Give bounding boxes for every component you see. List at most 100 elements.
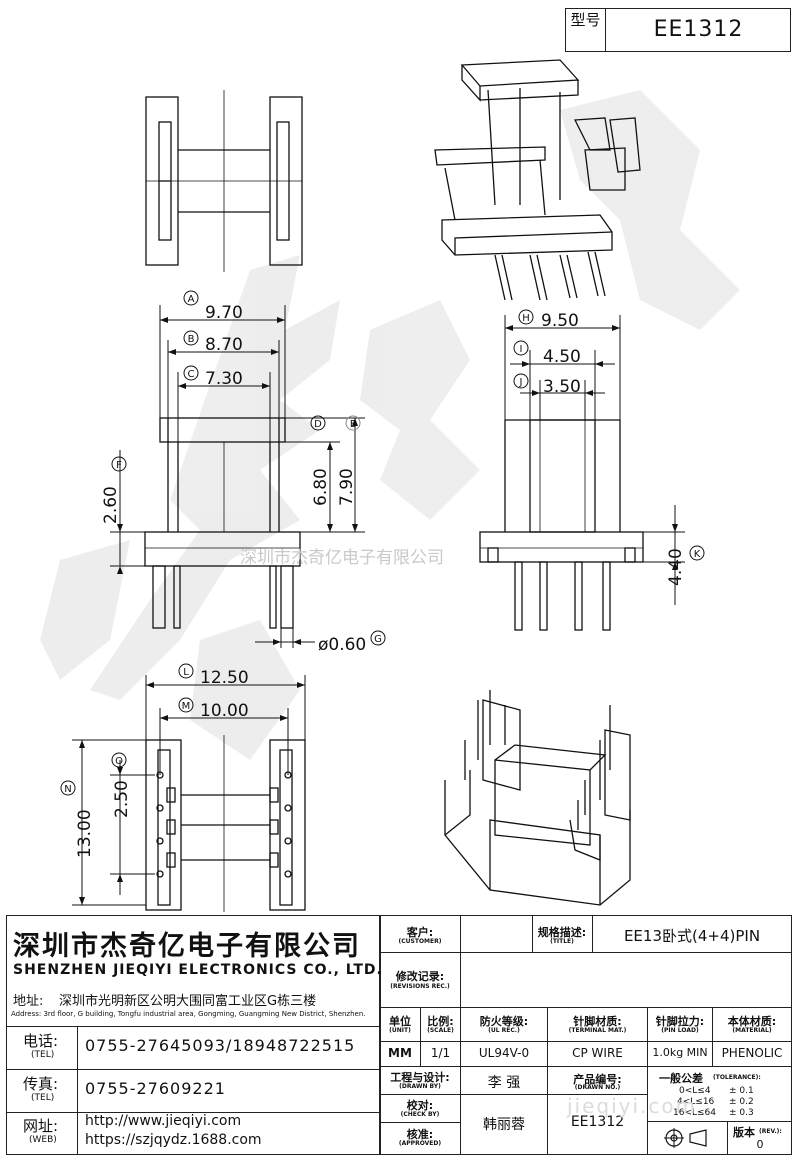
customer-label: 客户:	[406, 926, 434, 939]
web-sub: (WEB)	[29, 1135, 57, 1145]
dim-I: 4.50	[543, 347, 581, 367]
dim-J: 3.50	[543, 377, 581, 397]
technical-drawing: 9.70 8.70 7.30 6.80 7.90 2.60 ø0.60 9.50…	[40, 59, 740, 912]
tol-value-2: ± 0.2	[729, 1097, 754, 1107]
drawno-sub: (DRAWN NO.)	[574, 1084, 621, 1091]
marker-B: B	[188, 334, 195, 345]
approved-value: 韩丽蓉	[483, 1117, 525, 1133]
pinload-label: 针脚拉力:	[655, 1015, 705, 1028]
marker-A: A	[188, 294, 195, 305]
rev-label: 版本	[733, 1126, 755, 1139]
drawn-sub: (DRAWN BY)	[399, 1083, 441, 1090]
company-name-cn: 深圳市杰奇亿电子有限公司	[13, 931, 361, 962]
title-sub: (TITLE)	[550, 938, 574, 945]
dimension-markers	[60, 290, 705, 796]
marker-letters: A B C D E F G H I J K L M N O	[64, 294, 700, 795]
fax-value: 0755-27609221	[85, 1079, 226, 1098]
pinload-value: 1.0kg MIN	[652, 1046, 708, 1059]
marker-N: N	[64, 784, 71, 795]
scale-label: 比例:	[427, 1015, 454, 1028]
ul-value: UL94V-0	[478, 1046, 530, 1060]
material-value: PHENOLIC	[721, 1046, 783, 1060]
drawno-label: 产品编号:	[573, 1073, 622, 1086]
marker-K: K	[694, 549, 701, 560]
marker-F: F	[116, 460, 122, 471]
model-number: EE1312	[653, 17, 744, 42]
dim-A: 9.70	[205, 303, 243, 323]
ul-sub: (UL REC.)	[488, 1027, 520, 1034]
title-value: EE13卧式(4+4)PIN	[623, 927, 761, 945]
calligraphy-watermark	[40, 90, 740, 760]
marker-I: I	[520, 344, 523, 355]
tolerance-label: 一般公差	[659, 1072, 703, 1085]
rev-value: 0	[756, 1138, 764, 1151]
material-label: 本体材质:	[727, 1015, 777, 1028]
approved-sub: (APPROVED)	[398, 1140, 442, 1147]
drawn-label: 工程与设计:	[390, 1071, 450, 1084]
company-watermark: 深圳市杰奇亿电子有限公司	[240, 548, 444, 568]
dim-D: 6.80	[311, 468, 331, 506]
tol-range-2: 4<L≤16	[677, 1097, 715, 1107]
fax-label: 传真:	[23, 1075, 59, 1093]
address-en: Address: 3rd floor, G building, Tongfu i…	[11, 1010, 366, 1018]
tol-range-1: 0<L≤4	[679, 1086, 711, 1096]
marker-E: E	[350, 419, 356, 430]
side-view	[479, 419, 644, 631]
model-box: 型号 EE1312	[565, 8, 791, 52]
marker-L: L	[183, 667, 189, 678]
address-label: 地址:	[13, 994, 44, 1009]
marker-G: G	[374, 634, 382, 645]
unit-label: 单位	[389, 1015, 411, 1028]
marker-C: C	[188, 369, 195, 380]
top-view	[145, 90, 303, 272]
dimension-arrows	[79, 317, 678, 905]
material-sub: (MATERIAL)	[732, 1027, 772, 1034]
front-view	[144, 417, 301, 629]
web-label: 网址:	[23, 1117, 59, 1135]
dim-B: 8.70	[205, 335, 243, 355]
title-block: 深圳市杰奇亿电子有限公司 SHENZHEN JIEQIYI ELECTRONIC…	[6, 915, 792, 1155]
check-sub: (CHECK BY)	[400, 1111, 440, 1118]
ul-label: 防火等级:	[479, 1015, 529, 1028]
dim-L: 12.50	[200, 668, 249, 688]
dim-G: ø0.60	[318, 635, 366, 655]
web-link-1[interactable]: http://www.jieqiyi.com	[85, 1113, 242, 1129]
unit-value: MM	[388, 1046, 412, 1060]
bottom-view	[145, 735, 306, 912]
tol-value-1: ± 0.1	[729, 1086, 754, 1096]
dim-M: 10.00	[200, 701, 249, 721]
terminal-label: 针脚材质:	[573, 1015, 622, 1028]
dim-C: 7.30	[205, 369, 243, 389]
pinload-sub: (PIN LOAD)	[661, 1027, 699, 1034]
customer-sub: (CUSTOMER)	[398, 938, 442, 945]
check-label: 校对:	[406, 1099, 434, 1112]
terminal-value: CP WIRE	[572, 1046, 623, 1060]
tol-value-3: ± 0.3	[729, 1108, 754, 1118]
marker-H: H	[522, 313, 530, 324]
iso-view-top	[434, 59, 641, 301]
dim-F: 2.60	[101, 486, 121, 524]
dim-H: 9.50	[541, 311, 579, 331]
marker-D: D	[314, 419, 322, 430]
model-label: 型号	[566, 9, 606, 51]
title-label: 规格描述:	[537, 926, 587, 939]
dimension-values: 9.70 8.70 7.30 6.80 7.90 2.60 ø0.60 9.50…	[75, 303, 686, 858]
dim-K: 4.40	[666, 548, 686, 586]
drawn-value: 李 强	[487, 1075, 521, 1091]
marker-J: J	[519, 377, 523, 388]
marker-M: M	[182, 701, 191, 712]
company-name-en: SHENZHEN JIEQIYI ELECTRONICS CO., LTD.	[13, 962, 383, 978]
scale-value: 1/1	[430, 1046, 451, 1060]
drawno-value: EE1312	[570, 1114, 625, 1130]
site-watermark: jieqiyi.com	[567, 1094, 698, 1118]
rev-sub: (REV.):	[759, 1128, 782, 1135]
iso-view-bottom	[444, 690, 631, 906]
scale-sub: (SCALE)	[427, 1027, 454, 1034]
revision-label: 修改记录:	[395, 970, 445, 983]
tel-sub: (TEL)	[31, 1050, 55, 1060]
approved-label: 核准:	[406, 1128, 434, 1141]
unit-sub: (UNIT)	[389, 1027, 411, 1034]
dim-O: 2.50	[112, 780, 132, 818]
tolerance-sub: (TOLERANCE):	[713, 1074, 761, 1081]
web-link-2[interactable]: https://szjqydz.1688.com	[85, 1132, 262, 1148]
